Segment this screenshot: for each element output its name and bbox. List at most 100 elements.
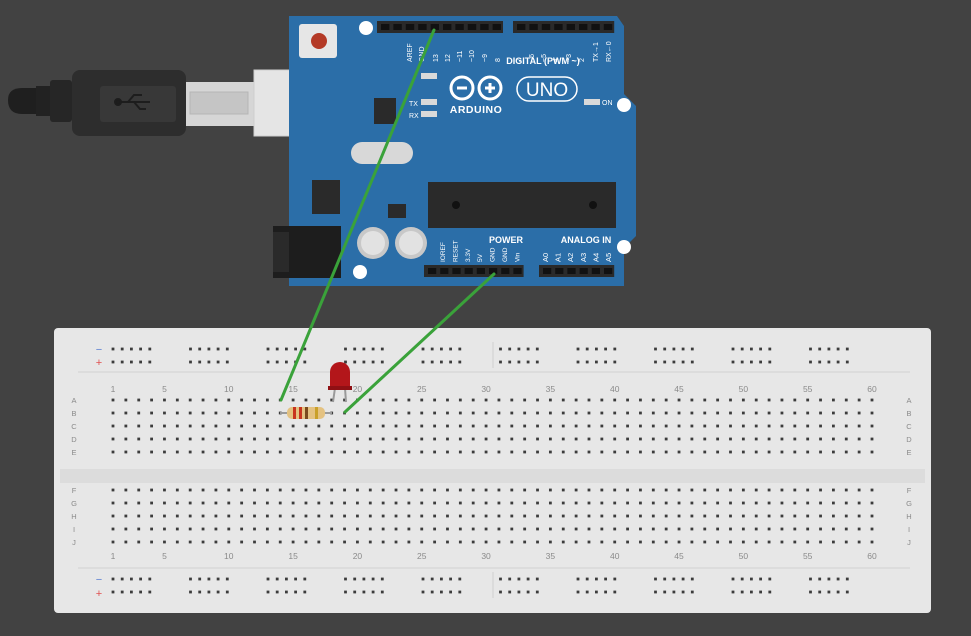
breadboard-hole[interactable] bbox=[420, 437, 424, 441]
breadboard-hole[interactable] bbox=[561, 501, 565, 505]
breadboard-hole[interactable] bbox=[626, 424, 629, 428]
breadboard-hole[interactable] bbox=[150, 424, 153, 428]
breadboard-hole[interactable] bbox=[449, 577, 452, 581]
breadboard-hole[interactable] bbox=[832, 450, 835, 454]
breadboard-hole[interactable] bbox=[291, 540, 295, 544]
breadboard-hole[interactable] bbox=[124, 411, 128, 415]
breadboard-hole[interactable] bbox=[793, 437, 797, 441]
breadboard-hole[interactable] bbox=[362, 347, 366, 351]
breadboard-hole[interactable] bbox=[600, 488, 604, 492]
breadboard-hole[interactable] bbox=[767, 437, 771, 441]
breadboard-hole[interactable] bbox=[818, 577, 822, 581]
breadboard-hole[interactable] bbox=[317, 398, 321, 402]
breadboard-hole[interactable] bbox=[523, 450, 527, 454]
breadboard-hole[interactable] bbox=[214, 514, 218, 518]
breadboard-hole[interactable] bbox=[227, 437, 231, 441]
breadboard-hole[interactable] bbox=[690, 514, 694, 518]
breadboard-hole[interactable] bbox=[651, 437, 655, 441]
breadboard-hole[interactable] bbox=[207, 347, 211, 351]
power-pin-socket[interactable] bbox=[489, 268, 498, 274]
breadboard-hole[interactable] bbox=[440, 347, 443, 351]
breadboard-hole[interactable] bbox=[368, 540, 372, 544]
breadboard-hole[interactable] bbox=[639, 398, 642, 402]
breadboard-hole[interactable] bbox=[368, 424, 372, 428]
breadboard-hole[interactable] bbox=[576, 590, 580, 594]
breadboard-hole[interactable] bbox=[253, 488, 256, 492]
breadboard-hole[interactable] bbox=[793, 501, 797, 505]
breadboard-hole[interactable] bbox=[626, 514, 629, 518]
breadboard-hole[interactable] bbox=[433, 437, 437, 441]
breadboard-hole[interactable] bbox=[844, 398, 848, 402]
breadboard-hole[interactable] bbox=[576, 347, 580, 351]
breadboard-hole[interactable] bbox=[421, 347, 425, 351]
breadboard-hole[interactable] bbox=[449, 347, 452, 351]
breadboard-hole[interactable] bbox=[741, 398, 745, 402]
breadboard-hole[interactable] bbox=[440, 590, 443, 594]
breadboard-hole[interactable] bbox=[750, 577, 753, 581]
breadboard-hole[interactable] bbox=[198, 347, 202, 351]
breadboard-hole[interactable] bbox=[690, 411, 694, 415]
breadboard-hole[interactable] bbox=[664, 398, 668, 402]
breadboard-hole[interactable] bbox=[265, 450, 269, 454]
breadboard-hole[interactable] bbox=[353, 347, 357, 351]
breadboard-hole[interactable] bbox=[150, 514, 153, 518]
breadboard-hole[interactable] bbox=[446, 488, 449, 492]
breadboard-hole[interactable] bbox=[767, 450, 771, 454]
breadboard-hole[interactable] bbox=[420, 540, 424, 544]
breadboard-hole[interactable] bbox=[731, 577, 735, 581]
digital-pin-socket[interactable] bbox=[381, 24, 390, 30]
breadboard-hole[interactable] bbox=[291, 514, 295, 518]
breadboard-hole[interactable] bbox=[587, 424, 591, 428]
breadboard-hole[interactable] bbox=[446, 424, 449, 428]
breadboard-hole[interactable] bbox=[446, 540, 449, 544]
breadboard-hole[interactable] bbox=[604, 577, 607, 581]
breadboard-hole[interactable] bbox=[368, 501, 372, 505]
breadboard-hole[interactable] bbox=[654, 577, 657, 581]
breadboard-hole[interactable] bbox=[754, 450, 758, 454]
breadboard-hole[interactable] bbox=[124, 527, 128, 531]
breadboard-hole[interactable] bbox=[639, 488, 642, 492]
breadboard-hole[interactable] bbox=[536, 424, 539, 428]
breadboard-hole[interactable] bbox=[716, 514, 720, 518]
breadboard-hole[interactable] bbox=[240, 424, 244, 428]
breadboard-hole[interactable] bbox=[844, 450, 848, 454]
breadboard-hole[interactable] bbox=[285, 360, 288, 364]
breadboard-hole[interactable] bbox=[664, 514, 668, 518]
breadboard-hole[interactable] bbox=[188, 488, 192, 492]
breadboard-hole[interactable] bbox=[201, 450, 205, 454]
breadboard-hole[interactable] bbox=[394, 411, 398, 415]
breadboard-hole[interactable] bbox=[304, 424, 308, 428]
breadboard-hole[interactable] bbox=[150, 437, 153, 441]
breadboard-hole[interactable] bbox=[587, 488, 591, 492]
breadboard-hole[interactable] bbox=[574, 514, 578, 518]
breadboard-hole[interactable] bbox=[175, 411, 179, 415]
breadboard-hole[interactable] bbox=[651, 501, 655, 505]
breadboard-hole[interactable] bbox=[148, 590, 152, 594]
breadboard-hole[interactable] bbox=[317, 501, 321, 505]
digital-pin-socket[interactable] bbox=[393, 24, 402, 30]
breadboard-hole[interactable] bbox=[497, 411, 501, 415]
analog-pin-socket[interactable] bbox=[579, 268, 588, 274]
breadboard-hole[interactable] bbox=[806, 488, 810, 492]
breadboard-hole[interactable] bbox=[499, 360, 502, 364]
breadboard-hole[interactable] bbox=[371, 577, 375, 581]
breadboard-hole[interactable] bbox=[356, 411, 359, 415]
breadboard-hole[interactable] bbox=[175, 501, 179, 505]
breadboard-hole[interactable] bbox=[265, 527, 269, 531]
power-pin-socket[interactable] bbox=[513, 268, 522, 274]
breadboard-hole[interactable] bbox=[304, 527, 308, 531]
breadboard-hole[interactable] bbox=[253, 437, 256, 441]
breadboard-hole[interactable] bbox=[741, 501, 745, 505]
breadboard-hole[interactable] bbox=[561, 398, 565, 402]
breadboard-hole[interactable] bbox=[266, 360, 270, 364]
breadboard-hole[interactable] bbox=[201, 424, 205, 428]
breadboard-hole[interactable] bbox=[163, 450, 166, 454]
breadboard-hole[interactable] bbox=[148, 347, 152, 351]
breadboard-hole[interactable] bbox=[806, 540, 810, 544]
breadboard-hole[interactable] bbox=[681, 360, 685, 364]
breadboard-hole[interactable] bbox=[124, 514, 128, 518]
breadboard-hole[interactable] bbox=[201, 398, 205, 402]
breadboard-hole[interactable] bbox=[175, 527, 179, 531]
breadboard-hole[interactable] bbox=[613, 577, 617, 581]
breadboard-hole[interactable] bbox=[651, 488, 655, 492]
